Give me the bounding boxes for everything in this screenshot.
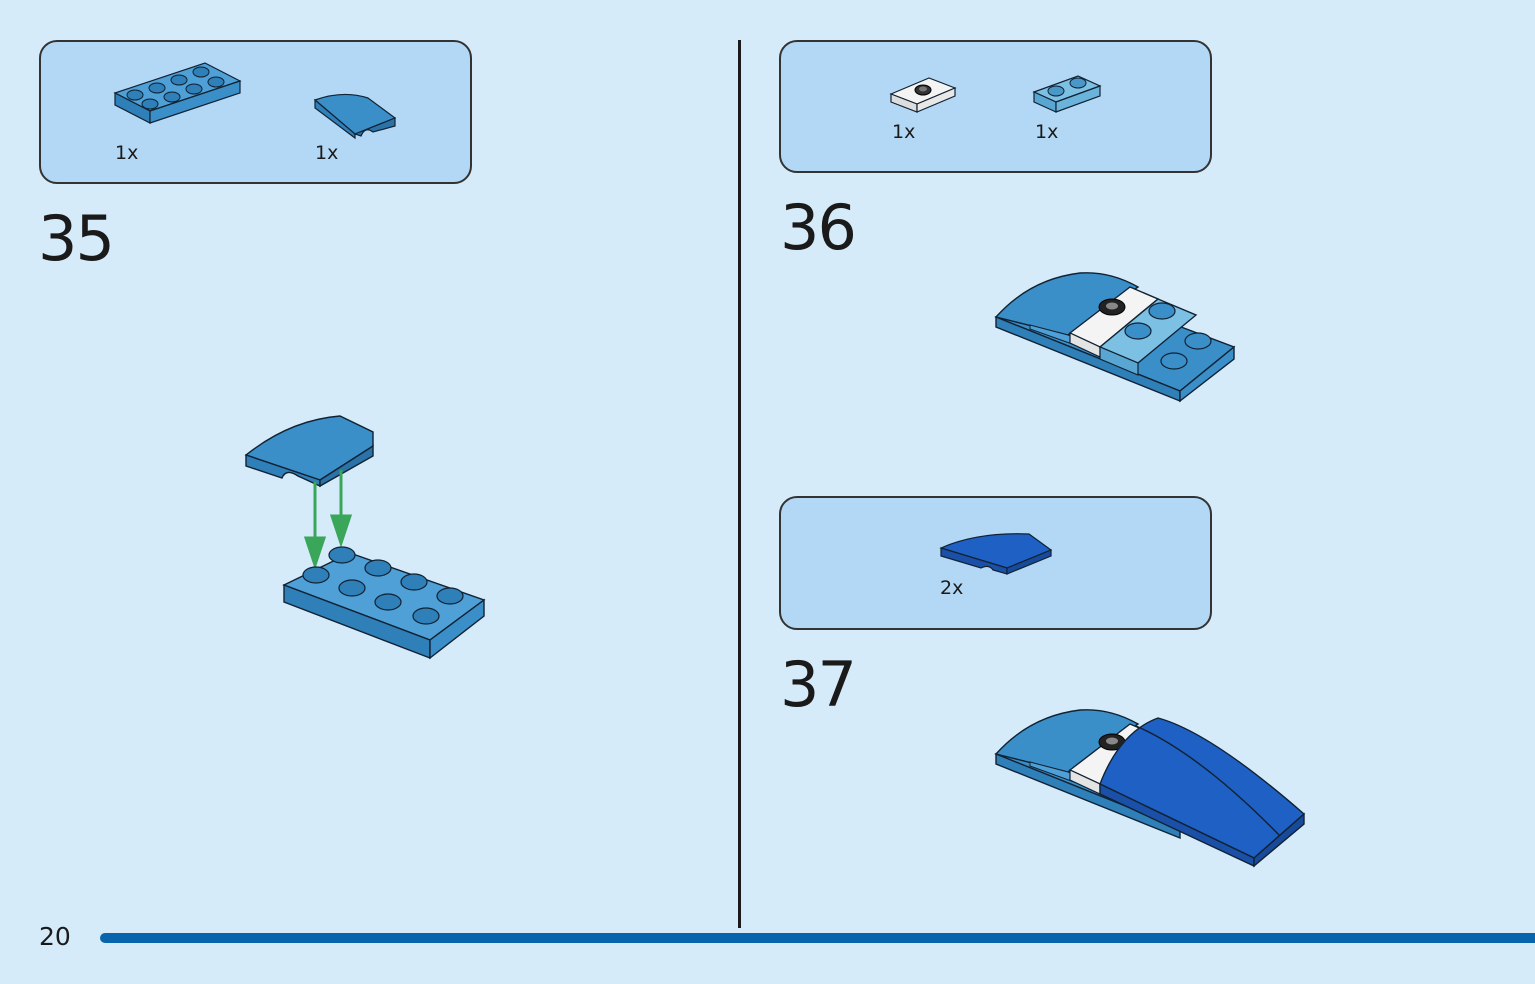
step-35-assembly	[244, 415, 486, 660]
step-number: 35	[38, 202, 115, 275]
part-qty: 1x	[315, 142, 339, 164]
jumper-plate-white-part-icon	[889, 77, 957, 113]
part-qty: 1x	[1035, 121, 1059, 143]
curved-slope-2x2-part-icon	[313, 93, 397, 140]
plate-2x4-part-icon	[113, 62, 242, 124]
parts-box-step-36	[779, 40, 1212, 173]
plate-1x2-light-blue-part-icon	[1032, 75, 1102, 113]
part-qty: 2x	[940, 577, 964, 599]
page-number: 20	[39, 922, 71, 951]
step-number: 36	[780, 191, 857, 264]
progress-bar	[100, 933, 1535, 943]
arrow-icon	[303, 470, 353, 570]
page-divider	[738, 40, 741, 928]
curved-slope-1x4-blue-part-icon	[939, 533, 1053, 575]
step-number: 37	[780, 648, 857, 721]
parts-box-step-35	[39, 40, 472, 184]
part-qty: 1x	[892, 121, 916, 143]
step-37-assembly	[994, 709, 1306, 868]
step-36-assembly	[994, 272, 1236, 403]
part-qty: 1x	[115, 142, 139, 164]
